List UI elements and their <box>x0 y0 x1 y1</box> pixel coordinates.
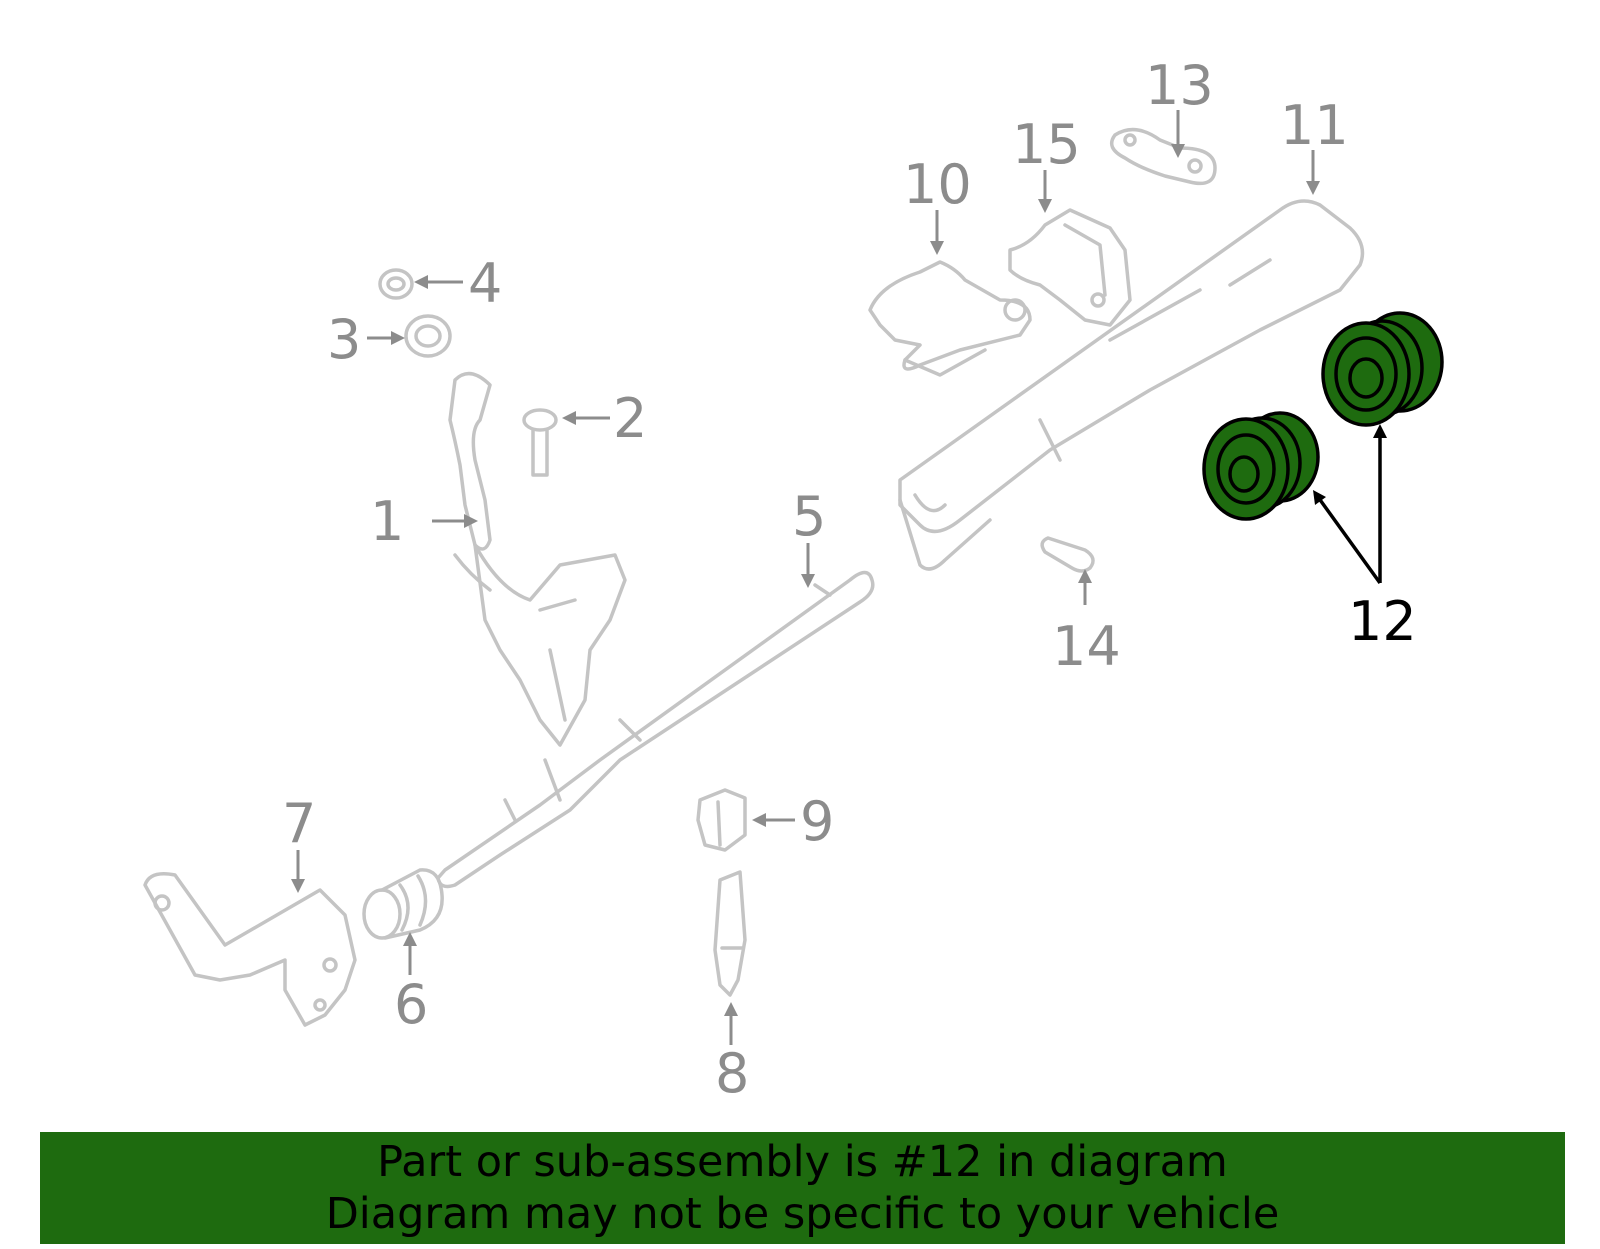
callout-number-13: 13 <box>1145 54 1214 117</box>
callout-number-11: 11 <box>1280 94 1349 157</box>
callout-number-4: 4 <box>468 252 502 315</box>
callout-12-leaders <box>1313 424 1387 585</box>
part-1-shift-lever <box>448 371 627 747</box>
callout-number-7: 7 <box>282 792 316 855</box>
callout-number-9: 9 <box>800 790 834 853</box>
part-13-plate <box>1109 127 1217 186</box>
callout-number-1: 1 <box>370 490 404 553</box>
callout-number-15: 15 <box>1012 113 1081 176</box>
part-14-pin <box>1040 536 1095 573</box>
callout-number-10: 10 <box>903 153 972 216</box>
part-15-bracket <box>1008 208 1132 327</box>
part-7-bracket <box>143 872 357 1027</box>
callout-number-8: 8 <box>715 1042 749 1105</box>
banner-line-disclaimer: Diagram may not be specific to your vehi… <box>325 1189 1280 1239</box>
callout-number-14: 14 <box>1052 615 1121 678</box>
banner-line-part: Part or sub-assembly is #12 in diagram <box>377 1137 1228 1187</box>
part-3-bushing <box>404 314 452 358</box>
callout-number-2: 2 <box>613 387 647 450</box>
info-banner: Part or sub-assembly is #12 in diagram D… <box>40 1132 1565 1244</box>
callout-number-6: 6 <box>394 973 428 1036</box>
part-12-upper-spool <box>1321 311 1444 427</box>
part-11-column-housing <box>898 199 1365 571</box>
part-8-clip <box>713 870 747 997</box>
part-12-lower-spool <box>1202 411 1320 521</box>
parts-diagram: 1 2 3 4 5 6 7 8 9 10 11 12 13 14 15 <box>143 54 1444 1105</box>
part-6-boot <box>362 868 444 940</box>
part-4-cap <box>378 268 414 300</box>
callout-leaders <box>291 110 1320 1045</box>
part-5-shaft <box>436 570 875 889</box>
callout-number-12: 12 <box>1348 590 1417 653</box>
callout-number-5: 5 <box>792 485 826 548</box>
part-10-bracket <box>868 260 1032 377</box>
part-2-bolt <box>522 408 558 477</box>
callout-number-3: 3 <box>327 308 361 371</box>
part-9-clip <box>696 788 747 852</box>
